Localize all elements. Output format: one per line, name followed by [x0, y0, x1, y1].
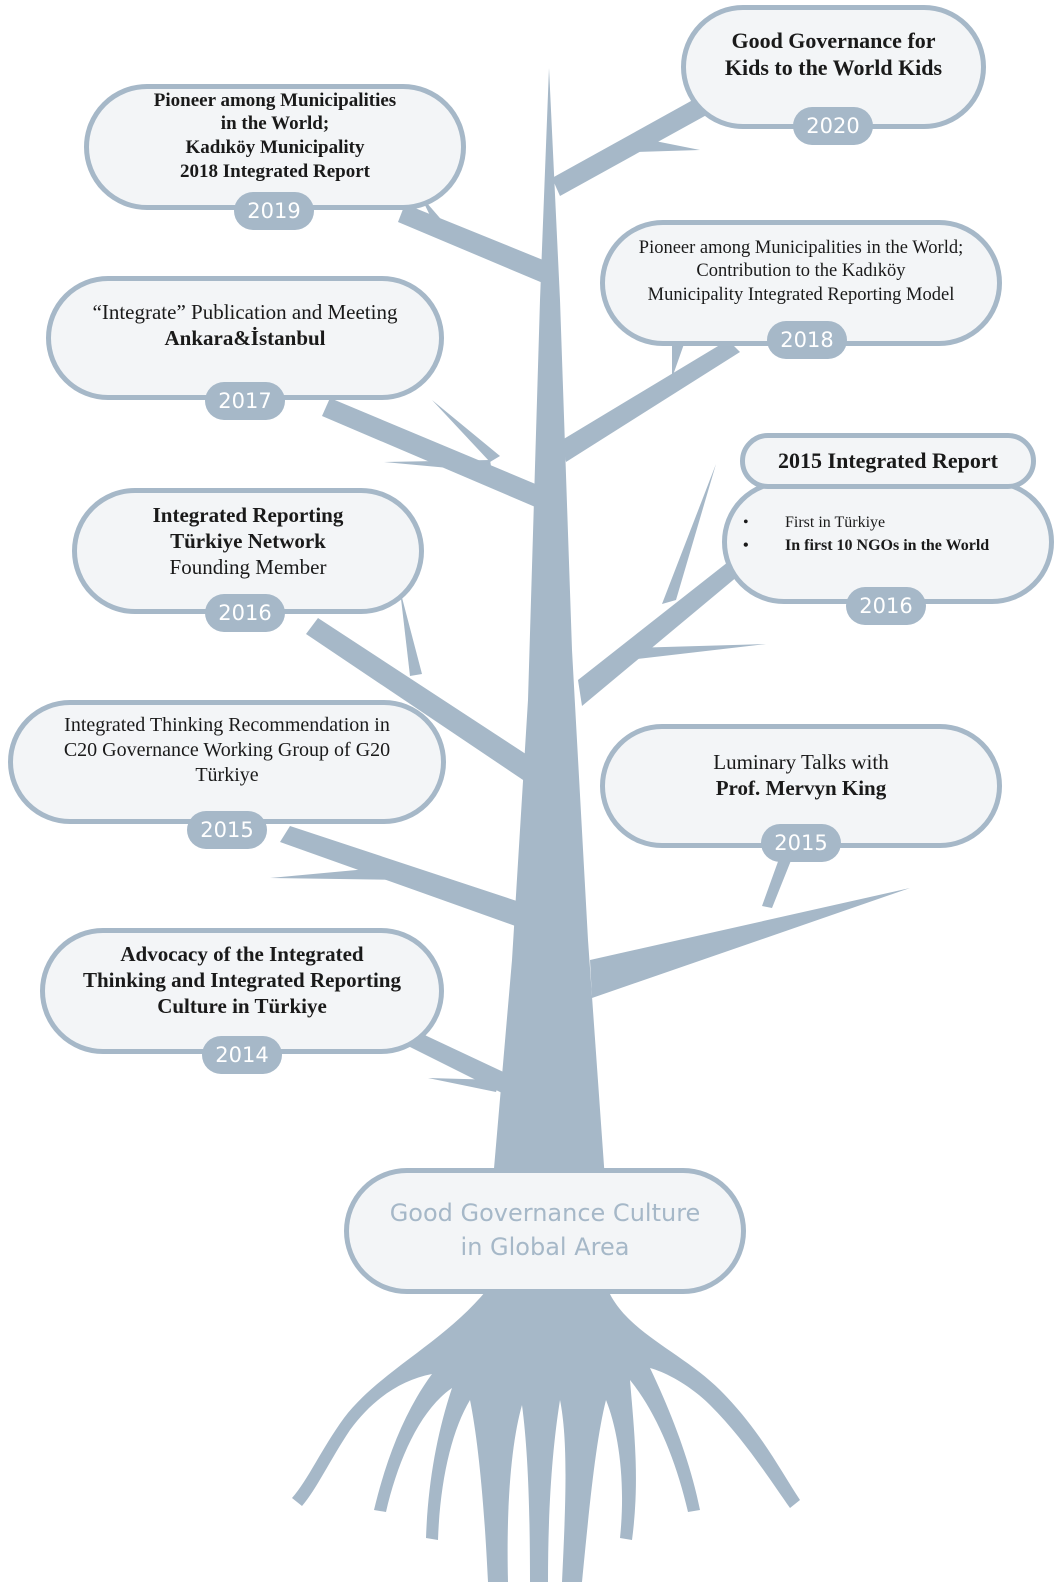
milestone-2016-left-line-2: Türkiye Network [170, 528, 326, 553]
twig-2014 [428, 1078, 500, 1092]
twig-2018 [672, 342, 684, 378]
milestone-2015-left-line-2: C20 Governance Working Group of G20 [63, 738, 391, 761]
year-badge-2016-right: 2016 [846, 587, 926, 625]
milestone-2017-bubble: “Integrate” Publication and Meeting Anka… [46, 276, 444, 400]
milestone-2019-line-1: Pioneer among Municipalities [153, 89, 397, 111]
milestone-2015-left-line-1: Integrated Thinking Recommendation in [64, 713, 390, 736]
milestone-2016-left-line-3: Founding Member [169, 555, 327, 580]
twig-2015-left [270, 866, 404, 880]
milestone-2016-right-bullets: First in Türkiye In first 10 NGOs in the… [735, 511, 1041, 558]
milestone-2014-bubble: Advocacy of the Integrated Thinking and … [40, 928, 444, 1054]
milestone-2015-left-line-3: Türkiye [195, 763, 259, 786]
milestone-2019-line-4: 2018 Integrated Report [180, 160, 370, 182]
branch-2020 [552, 96, 712, 196]
milestone-2016-left-line-1: Integrated Reporting [152, 502, 344, 527]
root-label-box: Good Governance Culture in Global Area [344, 1168, 746, 1294]
branch-2016-left [306, 618, 538, 790]
milestone-2020-line-1: Good Governance for [731, 27, 936, 53]
milestone-2014-line-2: Thinking and Integrated Reporting [83, 967, 401, 992]
year-badge-2015-left: 2015 [187, 811, 267, 849]
milestone-2015-right-line-1: Luminary Talks with [713, 749, 889, 774]
milestone-2016-right-bubble: First in Türkiye In first 10 NGOs in the… [722, 480, 1054, 604]
year-badge-2015-right: 2015 [761, 824, 841, 862]
year-badge-2017: 2017 [205, 382, 285, 420]
milestone-2018-line-1: Pioneer among Municipalities in the Worl… [638, 238, 964, 259]
milestone-2018-line-3: Municipality Integrated Reporting Model [647, 284, 955, 305]
branch-2019 [398, 204, 550, 286]
milestone-2015-right-line-2: Prof. Mervyn King [715, 776, 887, 800]
root-label-line-1: Good Governance Culture [389, 1199, 701, 1228]
milestone-2020-line-2: Kids to the World Kids [724, 55, 943, 80]
milestone-2014-line-1: Advocacy of the Integrated [120, 941, 364, 966]
milestone-2015-left-bubble: Integrated Thinking Recommendation in C2… [8, 700, 446, 824]
bullet-first-10-ngos: In first 10 NGOs in the World [735, 534, 1041, 557]
tree-trunk [493, 68, 605, 1180]
twig-2020 [636, 138, 700, 152]
tree-roots [292, 1282, 800, 1582]
branch-2015-right [590, 888, 910, 998]
year-badge-2014: 2014 [202, 1036, 282, 1074]
milestone-2019-line-3: Kadıköy Municipality [185, 137, 365, 158]
bullet-first-in-turkiye: First in Türkiye [735, 511, 1041, 534]
branch-2018 [562, 340, 740, 462]
root-label-line-2: in Global Area [460, 1233, 630, 1261]
milestone-2018-bubble: Pioneer among Municipalities in the Worl… [600, 220, 1002, 346]
milestone-2015-right-bubble: Luminary Talks with Prof. Mervyn King [600, 724, 1002, 848]
year-badge-2016-left: 2016 [205, 594, 285, 632]
milestone-2016-left-bubble: Integrated Reporting Türkiye Network Fou… [72, 488, 424, 614]
twig-2015-right [762, 856, 792, 908]
milestone-2019-bubble: Pioneer among Municipalities in the Worl… [84, 84, 466, 210]
milestone-2019-line-2: in the World; [220, 113, 330, 135]
milestone-2017-line-1: “Integrate” Publication and Meeting [92, 299, 398, 324]
milestone-2016-right-title: 2015 Integrated Report [740, 433, 1036, 489]
twig-2017-a [384, 460, 492, 472]
twig-2016-left [400, 590, 422, 676]
twig-2016-right-b [628, 644, 766, 660]
milestone-2018-line-2: Contribution to the Kadıköy [696, 261, 906, 282]
milestone-2014-line-3: Culture in Türkiye [157, 994, 327, 1019]
branch-2016-right [578, 562, 738, 706]
milestone-2020-bubble: Good Governance for Kids to the World Ki… [681, 5, 986, 129]
year-badge-2018: 2018 [767, 321, 847, 359]
branch-2015-left [280, 826, 532, 932]
branch-2017 [322, 398, 547, 512]
milestone-2017-line-2: Ankara&İstanbul [164, 326, 326, 350]
twig-2017-b [432, 400, 500, 462]
twig-2016-right-a [662, 464, 716, 604]
twig-2019 [420, 195, 452, 236]
year-badge-2019: 2019 [234, 192, 314, 230]
year-badge-2020: 2020 [793, 107, 873, 145]
